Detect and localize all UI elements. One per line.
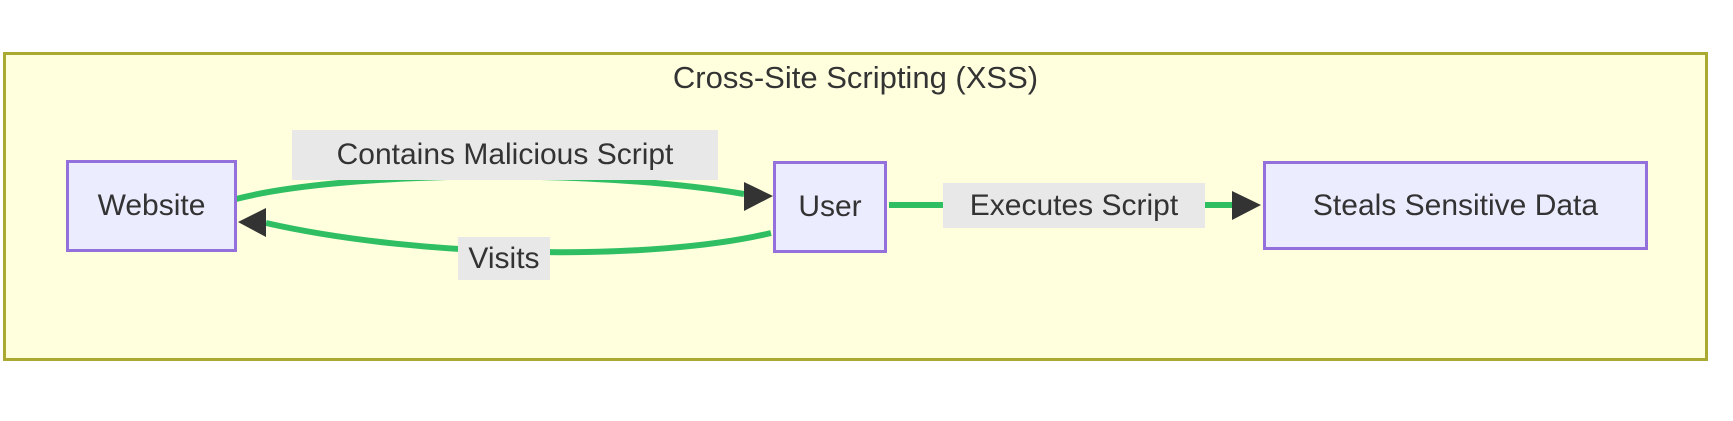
edge-label-executes-script: Executes Script xyxy=(943,183,1205,228)
node-website: Website xyxy=(66,160,237,252)
cluster-title: Cross-Site Scripting (XSS) xyxy=(672,60,1039,95)
node-steals-sensitive-data: Steals Sensitive Data xyxy=(1263,161,1648,250)
edge-label-contains-malicious-script: Contains Malicious Script xyxy=(292,130,718,180)
edge-label-visits: Visits xyxy=(458,237,550,280)
node-user: User xyxy=(773,161,887,253)
